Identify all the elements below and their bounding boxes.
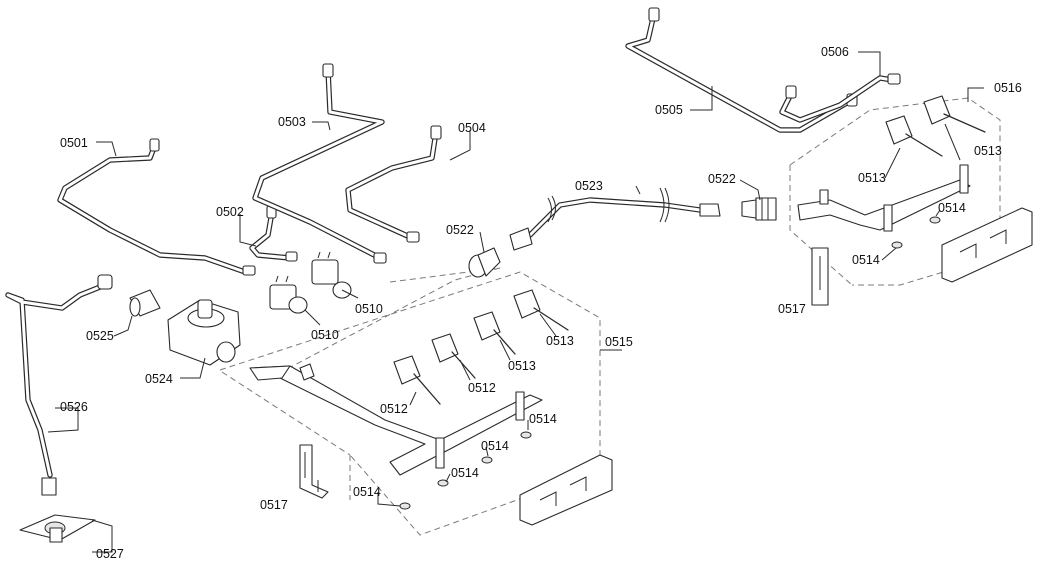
pipe-fitting-icon <box>648 7 660 22</box>
part-label-0513-a: 0513 <box>508 359 536 373</box>
gas-valve-0512-a <box>393 355 441 405</box>
gas-manifold-0515 <box>249 363 543 476</box>
pipe-nut-icon <box>509 227 533 251</box>
washer-icon <box>399 502 411 510</box>
part-label-0523: 0523 <box>575 179 603 193</box>
pipe-fitting-icon <box>406 231 420 243</box>
solenoid-valve-0510-left <box>269 275 308 314</box>
pressure-regulator-0524 <box>167 299 241 366</box>
mounting-tab-icon <box>883 204 893 232</box>
washer-icon <box>520 431 532 439</box>
bracket-0517-right <box>811 247 829 306</box>
connector-0522-right <box>741 197 777 221</box>
part-label-0514-e: 0514 <box>852 253 880 267</box>
part-label-0504: 0504 <box>458 121 486 135</box>
part-labels: 0501 0502 0503 0504 0505 0506 0510 0510 … <box>60 45 1022 561</box>
part-label-0515: 0515 <box>605 335 633 349</box>
fitting-0525 <box>129 289 161 317</box>
part-label-0525: 0525 <box>86 329 114 343</box>
gas-valve-0512-b <box>431 333 476 379</box>
mounting-tab-icon <box>959 164 969 194</box>
gas-pipe-0505 <box>625 7 858 133</box>
part-label-0522-right: 0522 <box>708 172 736 186</box>
part-label-0513-d: 0513 <box>974 144 1002 158</box>
part-label-0506: 0506 <box>821 45 849 59</box>
gas-pipe-0526 <box>5 274 113 496</box>
part-label-0514-c: 0514 <box>481 439 509 453</box>
fitting-icon <box>741 199 757 219</box>
gas-valve-0513-c <box>885 115 943 157</box>
pipe-nut-icon <box>699 203 721 217</box>
gas-pipe-0506 <box>779 73 901 123</box>
mounting-frame-right <box>941 207 1033 283</box>
part-label-0505: 0505 <box>655 103 683 117</box>
part-label-0522-left: 0522 <box>446 223 474 237</box>
mounting-tab-icon <box>435 437 445 469</box>
mounting-tab-icon <box>515 391 525 421</box>
part-label-0526: 0526 <box>60 400 88 414</box>
part-label-0503: 0503 <box>278 115 306 129</box>
pipe-fitting-icon <box>373 252 387 264</box>
pipe-fitting-icon <box>149 138 160 152</box>
part-label-0514-a: 0514 <box>353 485 381 499</box>
pipe-fitting-icon <box>430 125 442 140</box>
mounting-tab-icon <box>819 189 829 205</box>
part-label-0512-b: 0512 <box>468 381 496 395</box>
connector-0522-left <box>468 247 501 278</box>
part-label-0514-b: 0514 <box>451 466 479 480</box>
gas-pipe-0501 <box>57 138 256 276</box>
bracket-0527 <box>19 514 96 543</box>
leader-lines <box>47 51 984 553</box>
gas-manifold-0516 <box>797 164 971 232</box>
part-label-0502: 0502 <box>216 205 244 219</box>
pipe-fitting-icon <box>97 274 113 290</box>
bracket-0517-left <box>299 444 329 499</box>
washer-icon <box>437 479 449 487</box>
pipe-fitting-icon <box>887 73 901 85</box>
pipe-nut-icon <box>41 477 57 496</box>
part-label-0510-left: 0510 <box>311 328 339 342</box>
washer-icon <box>481 456 493 464</box>
pipe-fitting-icon <box>285 251 298 262</box>
part-label-0513-b: 0513 <box>546 334 574 348</box>
gas-pipe-0523 <box>509 187 721 251</box>
part-label-0501: 0501 <box>60 136 88 150</box>
part-label-0513-c: 0513 <box>858 171 886 185</box>
pipe-fitting-icon <box>785 85 797 99</box>
pipe-fitting-icon <box>322 63 334 78</box>
part-label-0524: 0524 <box>145 372 173 386</box>
gas-pipe-0504 <box>345 125 442 243</box>
washer-icon <box>891 241 903 249</box>
gas-valve-0513-b <box>513 289 569 331</box>
gas-valve-0513-a <box>473 311 516 355</box>
washer-icon <box>929 216 941 224</box>
washers-0514 <box>399 216 941 510</box>
part-label-0516: 0516 <box>994 81 1022 95</box>
part-label-0517-right: 0517 <box>778 302 806 316</box>
gas-valve-0513-d <box>923 95 986 133</box>
part-label-0514-f: 0514 <box>938 201 966 215</box>
part-label-0517-left: 0517 <box>260 498 288 512</box>
part-label-0512-a: 0512 <box>380 402 408 416</box>
pipe-fitting-icon <box>242 265 256 276</box>
mounting-frame-left <box>519 454 613 526</box>
gas-pipe-0503 <box>252 63 387 264</box>
part-label-0510-right: 0510 <box>355 302 383 316</box>
part-label-0514-d: 0514 <box>529 412 557 426</box>
part-label-0527: 0527 <box>96 547 124 561</box>
